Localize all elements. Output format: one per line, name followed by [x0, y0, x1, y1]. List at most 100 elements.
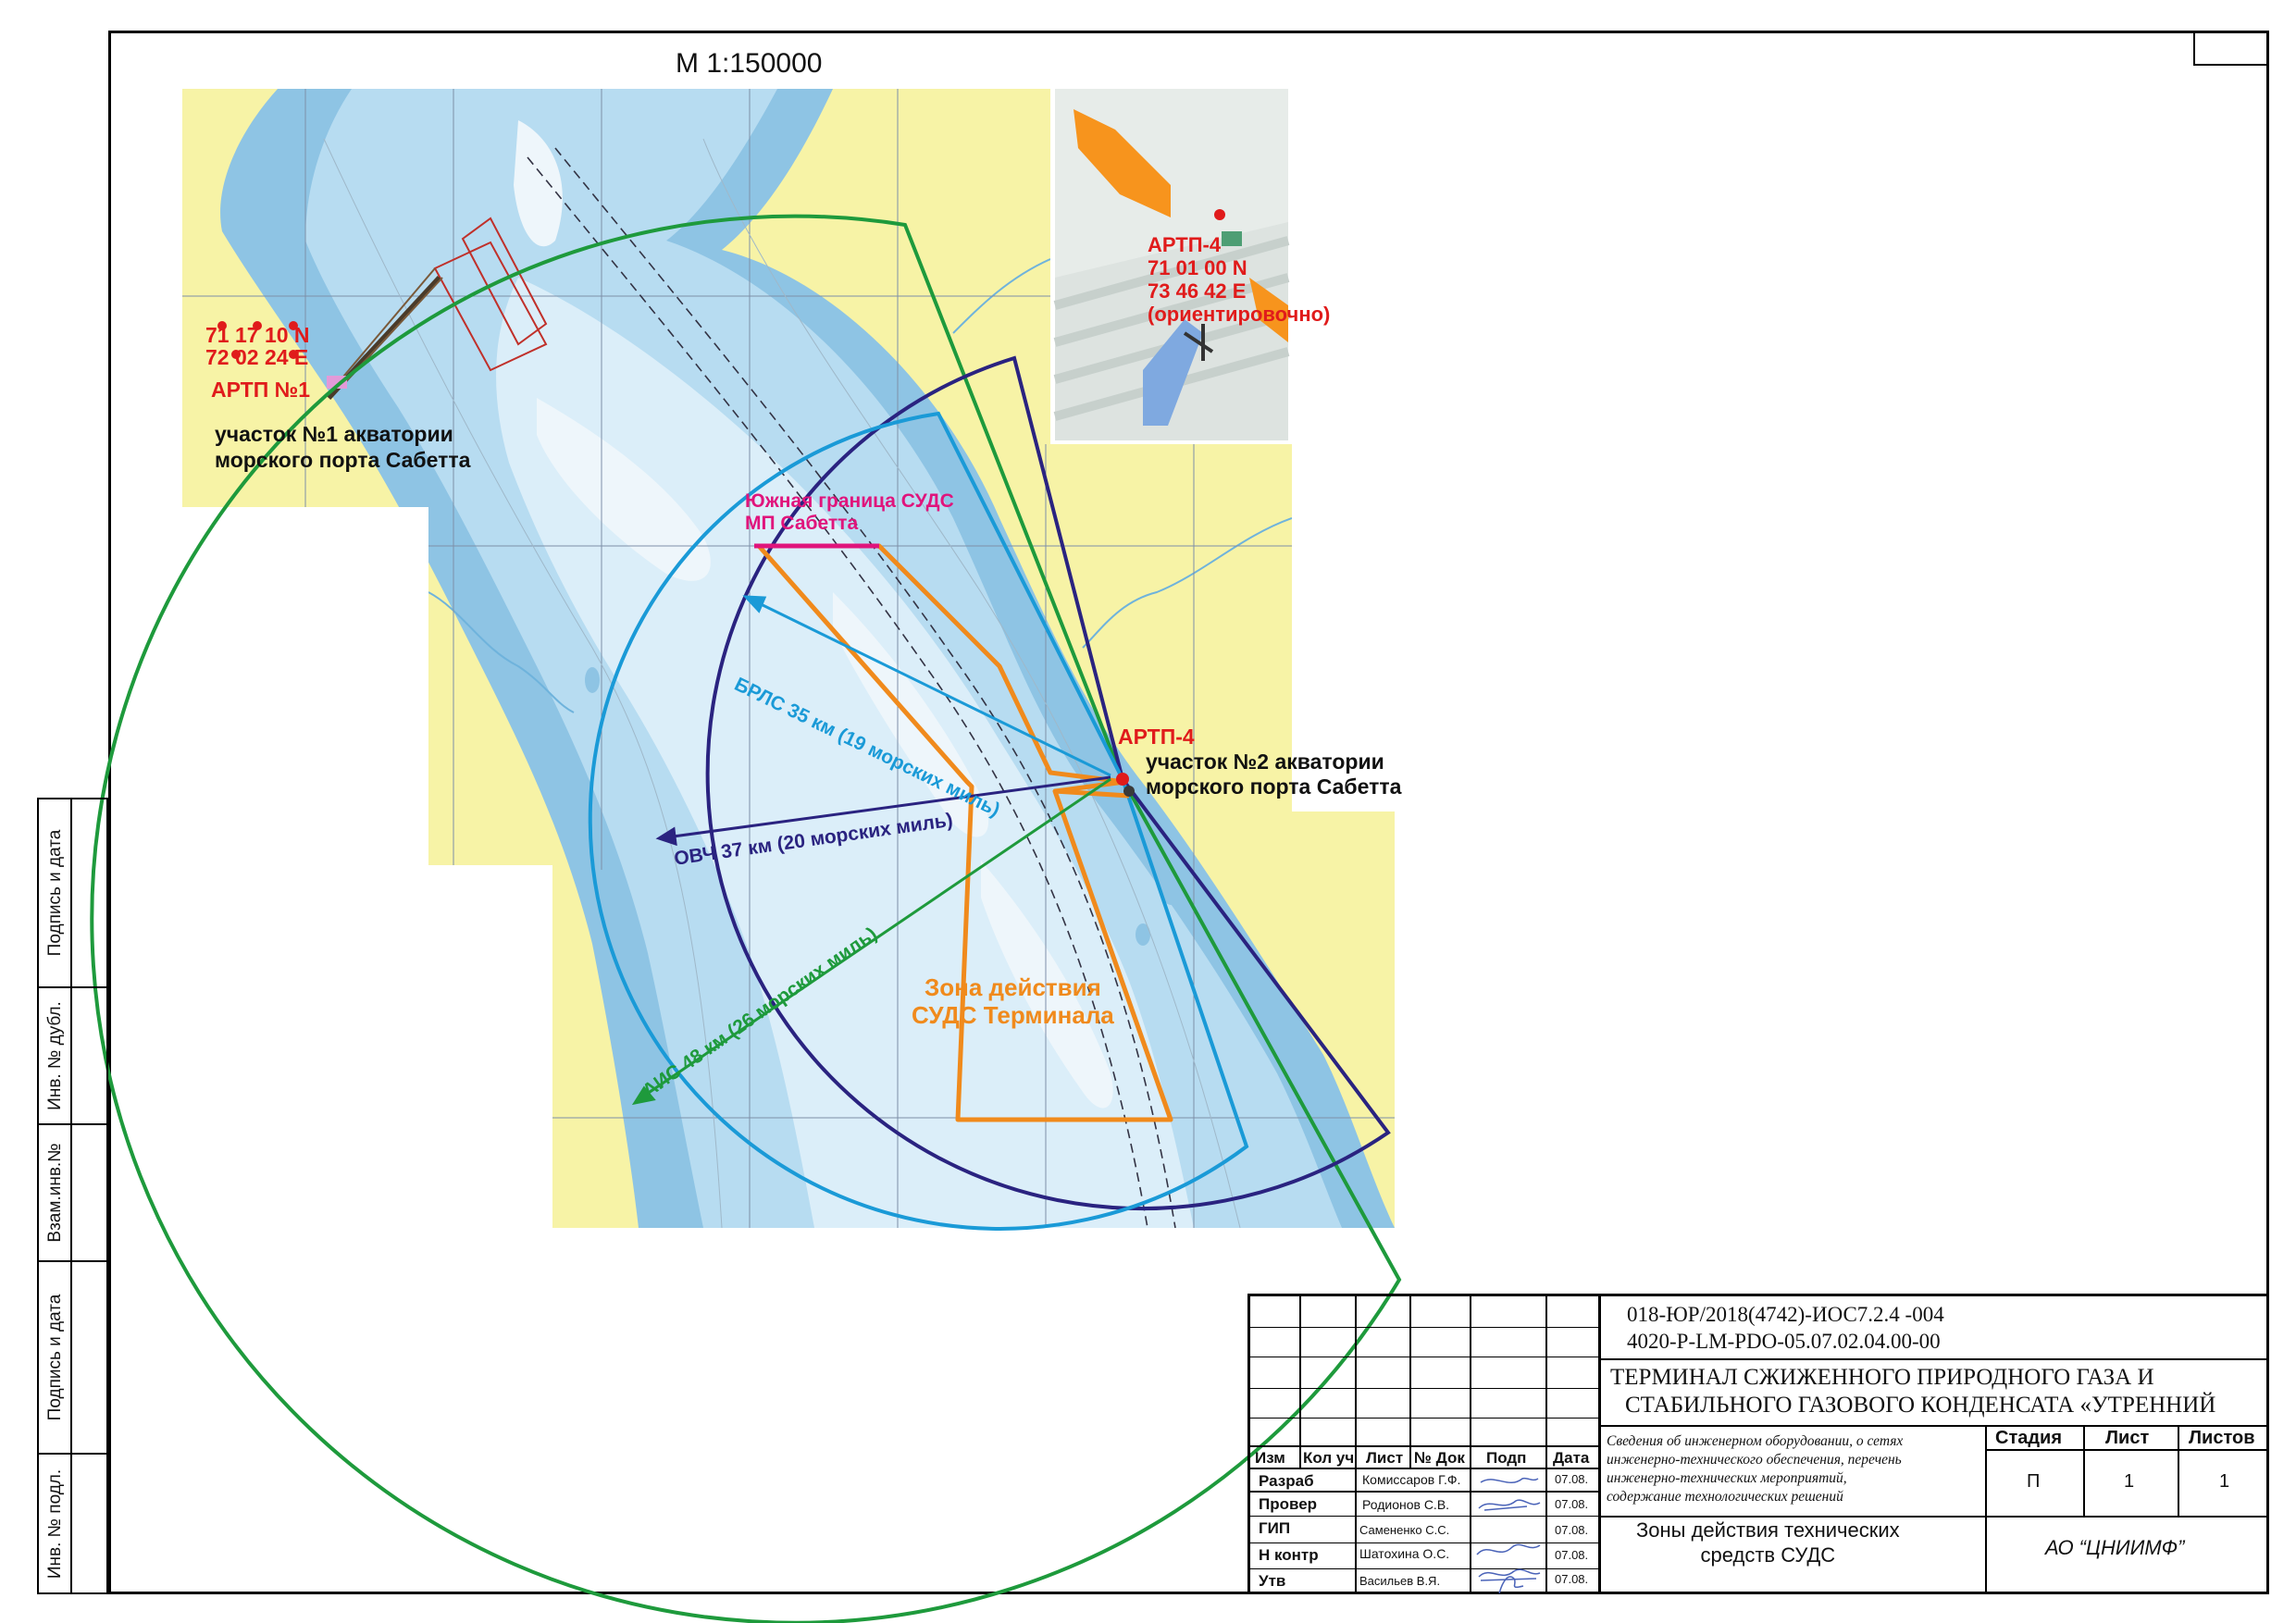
lake-2 [1136, 923, 1150, 946]
strip-cell-5: Инв. № подл. [37, 1453, 108, 1594]
doc-code-2: 4020-P-LM-PDO-05.07.02.04.00-00 [1627, 1330, 1941, 1353]
sheet-title-line2: средств СУДС [1700, 1543, 1836, 1567]
area1-port-pad [327, 376, 347, 389]
vhf-arrowhead [655, 826, 677, 847]
area2-label: участок №2 акватории морского порта Сабе… [1146, 750, 1401, 799]
sheet-title: Зоны действия технических средств СУДС [1636, 1518, 1900, 1567]
col-header-sheet: Лист [1366, 1449, 1404, 1467]
south-boundary-label-line2: МП Сабетта [745, 513, 859, 534]
river-north [952, 258, 1051, 334]
row-name-norm: Шатохина О.С. [1359, 1546, 1450, 1561]
strip-label-replace: Взам.инв.№ [45, 1143, 65, 1243]
inset-name: АРТП-4 [1148, 233, 1222, 256]
inset-note: (ориентировочно) [1148, 303, 1331, 326]
doc-description-line2: инженерно-технического обеспечения, пере… [1607, 1452, 1902, 1468]
inset-jetty [1183, 324, 1214, 361]
inset-labels: АРТП-4 71 01 00 N 73 46 42 E (ориентиров… [1148, 233, 1330, 326]
stage-value: П [2027, 1471, 2041, 1492]
sheet-value: 1 [2124, 1471, 2135, 1492]
south-boundary-label-line1: Южная граница СУДС [745, 490, 954, 512]
project-title-line2: СТАБИЛЬНОГО ГАЗОВОГО КОНДЕНСАТА «УТРЕННИ… [1625, 1393, 2216, 1418]
doc-codes: 018-ЮР/2018(4742)-ИОС7.2.4 -004 4020-P-L… [1627, 1301, 1944, 1355]
strip-label-signature-2: Подпись и дата [45, 1294, 65, 1421]
area1-label-line2: морского порта Сабетта [215, 448, 471, 472]
radar-range-arrow [751, 598, 1111, 777]
vts-zone-label: Зона действия СУДС Терминала [912, 973, 1114, 1029]
project-title-line1: ТЕРМИНАЛ СЖИЖЕННОГО ПРИРОДНОГО ГАЗА И [1610, 1365, 2154, 1390]
sheet-title-line1: Зоны действия технических [1636, 1518, 1900, 1542]
lake-3 [585, 667, 600, 693]
stage-header: Стадия [1995, 1428, 2063, 1448]
radar-coverage-sector [588, 411, 1249, 1231]
col-header-signature: Подп [1486, 1449, 1527, 1467]
ais-range-arrow [639, 777, 1111, 1100]
col-header-qty: Кол уч [1303, 1449, 1355, 1467]
vts-terminal-zone-inner [1054, 788, 1130, 799]
row-role-norm: Н контр [1259, 1546, 1319, 1564]
inset-pier-orange [1074, 109, 1171, 217]
strip-cell-2: Инв. № дубл. [37, 986, 108, 1125]
col-header-date: Дата [1553, 1449, 1590, 1467]
doc-description-line3: инженерно-технических мероприятий, [1607, 1470, 1847, 1486]
col-header-change: Изм [1255, 1449, 1285, 1467]
strip-label-original: Инв. № подл. [45, 1468, 65, 1579]
binding-strip: Подпись и дата Инв. № дубл. Взам.инв.№ П… [37, 798, 108, 1594]
vhf-range-arrow [665, 775, 1111, 839]
row-name-approve: Васильев В.Я. [1359, 1574, 1441, 1588]
signatures [1476, 1477, 1541, 1594]
strip-cell-3: Взам.инв.№ [37, 1123, 108, 1262]
sheets-header: Листов [2189, 1428, 2255, 1448]
corner-stamp-box [2193, 31, 2269, 66]
artp4-marker [1116, 773, 1129, 786]
row-date-checker: 07.08. [1555, 1497, 1589, 1511]
area2-label-line2: морского порта Сабетта [1146, 774, 1402, 799]
river-east [1082, 517, 1293, 649]
artp4-name: АРТП-4 [1118, 725, 1195, 749]
row-role-checker: Провер [1259, 1495, 1318, 1513]
area1-label: участок №1 акватории морского порта Сабе… [215, 421, 470, 473]
vts-zone-label-line1: Зона действия [924, 973, 1101, 1001]
doc-code-1: 018-ЮР/2018(4742)-ИОС7.2.4 -004 [1627, 1303, 1944, 1326]
row-date-approve: 07.08. [1555, 1572, 1589, 1586]
area1-polygons [433, 217, 548, 372]
row-name-developer: Комиссаров Г.Ф. [1362, 1472, 1461, 1487]
shoal-4 [514, 120, 563, 247]
inset-site-photo [1053, 89, 1290, 440]
col-header-doc: № Док [1414, 1449, 1465, 1467]
area2-label-line1: участок №2 акватории [1146, 750, 1384, 774]
chart-grid [182, 89, 1395, 1228]
area1-label-line1: участок №1 акватории [215, 422, 453, 446]
artp1-name: АРТП №1 [211, 378, 311, 402]
vts-zone-label-line2: СУДС Терминала [912, 1001, 1114, 1029]
lake-1 [1161, 872, 1180, 905]
inset-building-green [1222, 231, 1242, 246]
row-role-chief: ГИП [1259, 1519, 1291, 1537]
ais-coverage-sector [90, 214, 1402, 1623]
inset-marker-1 [1214, 209, 1225, 220]
sheets-value: 1 [2219, 1471, 2230, 1492]
scale-label: М 1:150000 [676, 48, 823, 79]
row-date-chief: 07.08. [1555, 1523, 1589, 1537]
row-role-developer: Разраб [1259, 1472, 1314, 1490]
sheet-header: Лист [2105, 1428, 2150, 1448]
vhf-coverage-sector [705, 355, 1391, 1211]
sheet-frame [108, 31, 2269, 1594]
inset-coord-n: 71 01 00 N [1148, 256, 1247, 279]
strip-cell-4: Подпись и дата [37, 1260, 108, 1455]
row-date-norm: 07.08. [1555, 1548, 1589, 1562]
inset-coord-e: 73 46 42 E [1148, 279, 1247, 303]
row-date-developer: 07.08. [1555, 1472, 1589, 1486]
inset-blue-basin [1143, 319, 1203, 426]
shoal-1 [537, 398, 711, 581]
artp4-port-marker [1123, 786, 1135, 797]
row-role-approve: Утв [1259, 1572, 1286, 1590]
doc-description: Сведения об инженерном оборудовании, о с… [1607, 1432, 1903, 1506]
ais-arrowhead [631, 1085, 656, 1106]
inset-berth-orange [1249, 278, 1288, 342]
south-boundary-label: Южная граница СУДС МП Сабетта [745, 490, 954, 535]
range-arrows [631, 595, 1111, 1106]
doc-description-line1: Сведения об инженерном оборудовании, о с… [1607, 1433, 1904, 1449]
river-west [428, 591, 575, 713]
radar-arrowhead [742, 595, 767, 613]
